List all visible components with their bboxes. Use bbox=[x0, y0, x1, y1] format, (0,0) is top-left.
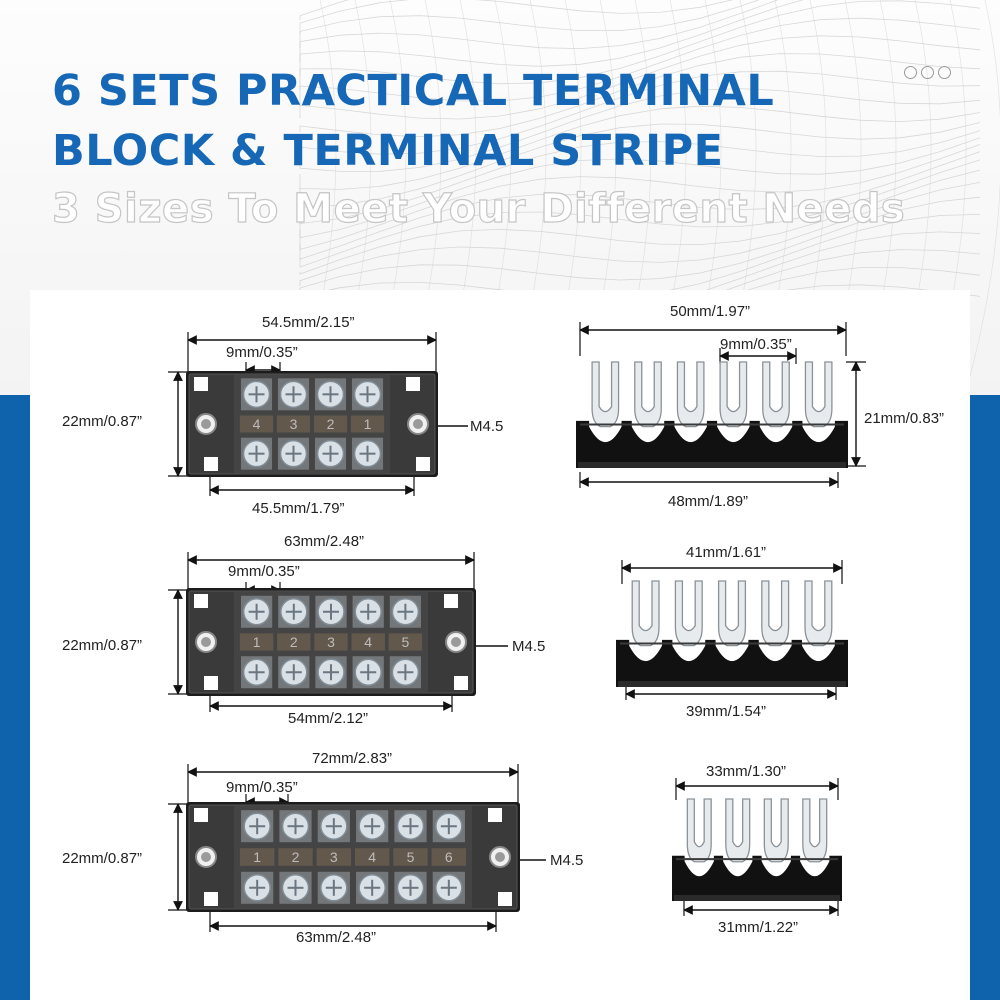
title-line-2: BLOCK & TERMINAL STRIPE bbox=[52, 126, 724, 176]
block3-pitch: 9mm/0.35” bbox=[226, 779, 298, 796]
strip2-top-length: 41mm/1.61” bbox=[686, 544, 767, 561]
fork-terminal bbox=[591, 361, 620, 428]
fork-terminal bbox=[762, 361, 790, 428]
fork-terminal bbox=[676, 361, 705, 428]
fork-terminal bbox=[761, 580, 790, 647]
fork-terminal bbox=[725, 798, 751, 863]
dot-icon bbox=[904, 66, 917, 79]
terminal-block-6-position: 1 2 3 4 5 6 bbox=[186, 802, 520, 912]
block2-hole-spacing: 54mm/2.12” bbox=[288, 710, 369, 727]
fork-terminal bbox=[804, 361, 833, 428]
title-line-1: 6 SETS PRACTICAL TERMINAL bbox=[52, 66, 775, 116]
block2-pitch: 9mm/0.35” bbox=[228, 563, 300, 580]
terminal-number: 2 bbox=[290, 634, 298, 650]
block2-height: 22mm/0.87” bbox=[62, 637, 143, 654]
strip3-top-length: 33mm/1.30” bbox=[706, 763, 787, 780]
fork-terminal bbox=[804, 580, 833, 647]
block3-hole-spacing: 63mm/2.48” bbox=[296, 929, 377, 946]
more-dots-icon[interactable] bbox=[904, 66, 951, 79]
insulating-cover bbox=[616, 639, 848, 687]
jumper-strip-4-position bbox=[672, 798, 842, 901]
fork-terminal bbox=[634, 361, 662, 428]
dot-icon bbox=[921, 66, 934, 79]
block3-screw: M4.5 bbox=[550, 852, 584, 869]
terminal-number: 4 bbox=[253, 416, 261, 432]
fork-terminal bbox=[719, 361, 748, 428]
terminal-number: 3 bbox=[330, 849, 338, 865]
block1-hole-spacing: 45.5mm/1.79” bbox=[252, 500, 345, 517]
dot-icon bbox=[938, 66, 951, 79]
terminal-number: 5 bbox=[407, 849, 415, 865]
strip2-bottom-length: 39mm/1.54” bbox=[686, 703, 767, 720]
strip1-top-length: 50mm/1.97” bbox=[670, 303, 751, 320]
insulating-cover bbox=[672, 855, 842, 901]
jumper-strip-5-position bbox=[616, 580, 848, 687]
subtitle: 3 Sizes To Meet Your Different Needs bbox=[51, 185, 906, 232]
block1-overall-length: 54.5mm/2.15” bbox=[262, 314, 355, 331]
strip1-pitch: 9mm/0.35” bbox=[720, 336, 792, 353]
terminal-number: 3 bbox=[327, 634, 335, 650]
block1-screw: M4.5 bbox=[470, 418, 504, 435]
terminal-number: 1 bbox=[364, 416, 372, 432]
fork-terminal bbox=[631, 580, 660, 647]
fork-terminal bbox=[674, 580, 703, 647]
terminal-number: 2 bbox=[327, 416, 335, 432]
terminal-number: 4 bbox=[364, 634, 372, 650]
fork-terminal bbox=[802, 798, 828, 863]
terminal-block-5-position: 1 2 3 4 5 bbox=[186, 588, 476, 696]
insulating-cover bbox=[576, 420, 848, 468]
block1-height: 22mm/0.87” bbox=[62, 413, 143, 430]
block2-screw: M4.5 bbox=[512, 638, 546, 655]
strip3-bottom-length: 31mm/1.22” bbox=[718, 919, 799, 936]
terminal-number: 5 bbox=[402, 634, 410, 650]
jumper-strip-6-position bbox=[576, 361, 848, 468]
terminal-number: 3 bbox=[290, 416, 298, 432]
terminal-number: 6 bbox=[445, 849, 453, 865]
fork-terminal bbox=[717, 580, 747, 647]
fork-terminal bbox=[686, 798, 712, 863]
terminal-block-4-position: 4 3 2 1 bbox=[186, 371, 438, 477]
strip1-bottom-length: 48mm/1.89” bbox=[668, 493, 749, 510]
block1-pitch: 9mm/0.35” bbox=[226, 344, 298, 361]
block2-overall-length: 63mm/2.48” bbox=[284, 533, 365, 550]
fork-terminal bbox=[763, 798, 789, 863]
terminal-number: 4 bbox=[368, 849, 376, 865]
block3-overall-length: 72mm/2.83” bbox=[312, 750, 393, 767]
terminal-number: 2 bbox=[292, 849, 300, 865]
terminal-number: 1 bbox=[253, 634, 261, 650]
block3-height: 22mm/0.87” bbox=[62, 850, 143, 867]
strip1-height: 21mm/0.83” bbox=[864, 410, 945, 427]
terminal-number: 1 bbox=[253, 849, 261, 865]
